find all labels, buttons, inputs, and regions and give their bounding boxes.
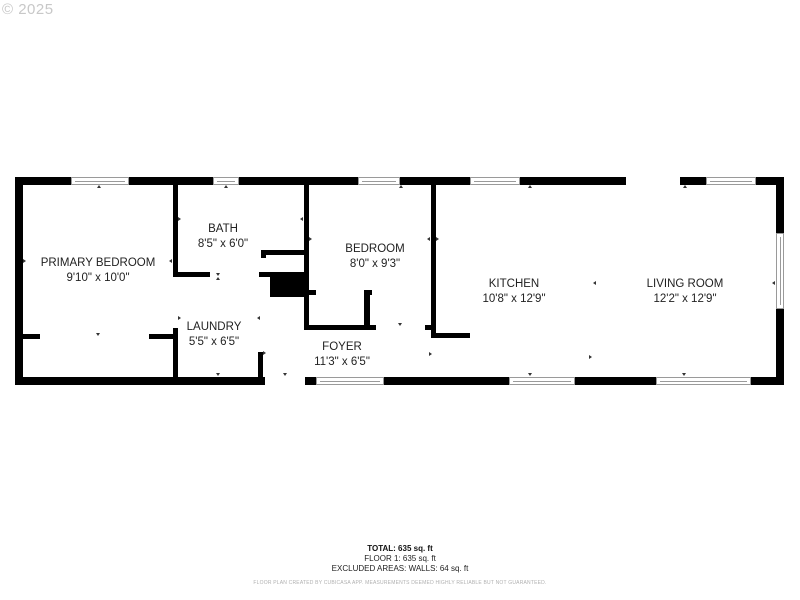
window-living-room-right [776, 233, 784, 309]
tick [589, 355, 592, 359]
tick [683, 185, 687, 188]
tick [398, 323, 402, 326]
room-label-laundry: LAUNDRY 5'5" x 6'5" [187, 320, 242, 350]
window-foyer-bottom [316, 377, 384, 385]
exterior-wall-bottom [15, 377, 784, 385]
room-name: FOYER [322, 341, 362, 353]
wall-primary-bedroom-right [173, 177, 178, 275]
opening-living-room-top [626, 177, 680, 185]
tick [300, 217, 303, 221]
room-dimensions: 12'2" x 12'9" [653, 293, 717, 305]
exterior-wall-left [15, 177, 23, 385]
disclaimer: FLOOR PLAN CREATED BY CUBICASA APP. MEAS… [253, 580, 547, 586]
tick [178, 217, 181, 221]
tick [169, 259, 172, 263]
tick [216, 277, 220, 280]
wall-bedroom-closet-right [364, 290, 370, 330]
floor-1-area: FLOOR 1: 635 sq. ft [364, 554, 436, 563]
tick [257, 316, 260, 320]
tick [429, 352, 432, 356]
window-kitchen-top [470, 177, 520, 185]
wall-bedroom-closet-top-right [364, 290, 372, 295]
tick [216, 373, 220, 376]
tick [224, 185, 228, 188]
tick [96, 333, 100, 336]
tick [682, 373, 686, 376]
total-area: TOTAL: 635 sq. ft [367, 544, 433, 553]
room-dimensions: 8'5" x 6'0" [197, 238, 249, 250]
tick [178, 316, 181, 320]
room-label-primary-bedroom: PRIMARY BEDROOM 9'10" x 10'0" [41, 256, 156, 286]
wall-bath-bottom-right [259, 272, 309, 277]
wall-bedroom-left [304, 177, 309, 329]
tick [427, 237, 430, 241]
area-summary: TOTAL: 635 sq. ft FLOOR 1: 635 sq. ft EX… [0, 544, 800, 586]
window-living-room-top [706, 177, 756, 185]
wall-bedroom-closet-top-stub [304, 290, 316, 295]
wall-kitchen-bottom-stub [431, 333, 470, 338]
wall-bedroom-closet-bottom [304, 325, 376, 330]
wall-closet-left-stub [15, 334, 40, 339]
room-name: KITCHEN [488, 278, 540, 290]
tick [528, 373, 532, 376]
wall-laundry-right [258, 352, 263, 385]
room-dimensions: 11'3" x 6'5" [314, 356, 370, 368]
wall-bath-bottom-left [173, 272, 210, 277]
window-living-room-bottom [656, 377, 751, 385]
room-name: LIVING ROOM [646, 278, 724, 290]
wall-primary-bedroom-right-lower [173, 328, 178, 385]
tick [283, 373, 287, 376]
room-name: LAUNDRY [186, 321, 242, 333]
room-dimensions: 8'0" x 9'3" [349, 258, 401, 270]
tick [309, 237, 312, 241]
room-name: PRIMARY BEDROOM [40, 257, 156, 269]
tick [263, 351, 266, 355]
window-bath-top [213, 177, 239, 185]
tick [528, 185, 532, 188]
tick [593, 281, 596, 285]
room-name: BATH [208, 223, 238, 235]
wall-bath-shelf-stub [261, 250, 266, 258]
room-dimensions: 9'10" x 10'0" [66, 272, 130, 284]
wall-closet-right-stub [149, 334, 178, 339]
tick [216, 273, 220, 276]
front-door-opening [265, 377, 305, 385]
tick [436, 237, 439, 241]
room-dimensions: 10'8" x 12'9" [482, 293, 546, 305]
room-label-bedroom: BEDROOM 8'0" x 9'3" [345, 242, 404, 272]
wall-kitchen-left [431, 177, 436, 338]
wall-bedroom-bottom-right [425, 325, 433, 330]
solid-block-closet [270, 277, 309, 297]
window-primary-bedroom-top [71, 177, 129, 185]
room-name: BEDROOM [345, 243, 405, 255]
wall-bath-shelf [261, 250, 306, 255]
window-kitchen-bottom [509, 377, 575, 385]
copyright-watermark: © 2025 [2, 1, 54, 18]
tick [23, 259, 26, 263]
tick [399, 185, 403, 188]
excluded-areas: EXCLUDED AREAS: WALLS: 64 sq. ft [331, 564, 469, 573]
room-label-foyer: FOYER 11'3" x 6'5" [314, 340, 370, 370]
room-dimensions: 5'5" x 6'5" [188, 336, 240, 348]
tick [772, 281, 775, 285]
tick [97, 185, 101, 188]
window-bedroom-top [358, 177, 400, 185]
room-label-kitchen: KITCHEN 10'8" x 12'9" [482, 277, 545, 307]
room-label-living-room: LIVING ROOM 12'2" x 12'9" [647, 277, 724, 307]
room-label-bath: BATH 8'5" x 6'0" [198, 222, 248, 252]
